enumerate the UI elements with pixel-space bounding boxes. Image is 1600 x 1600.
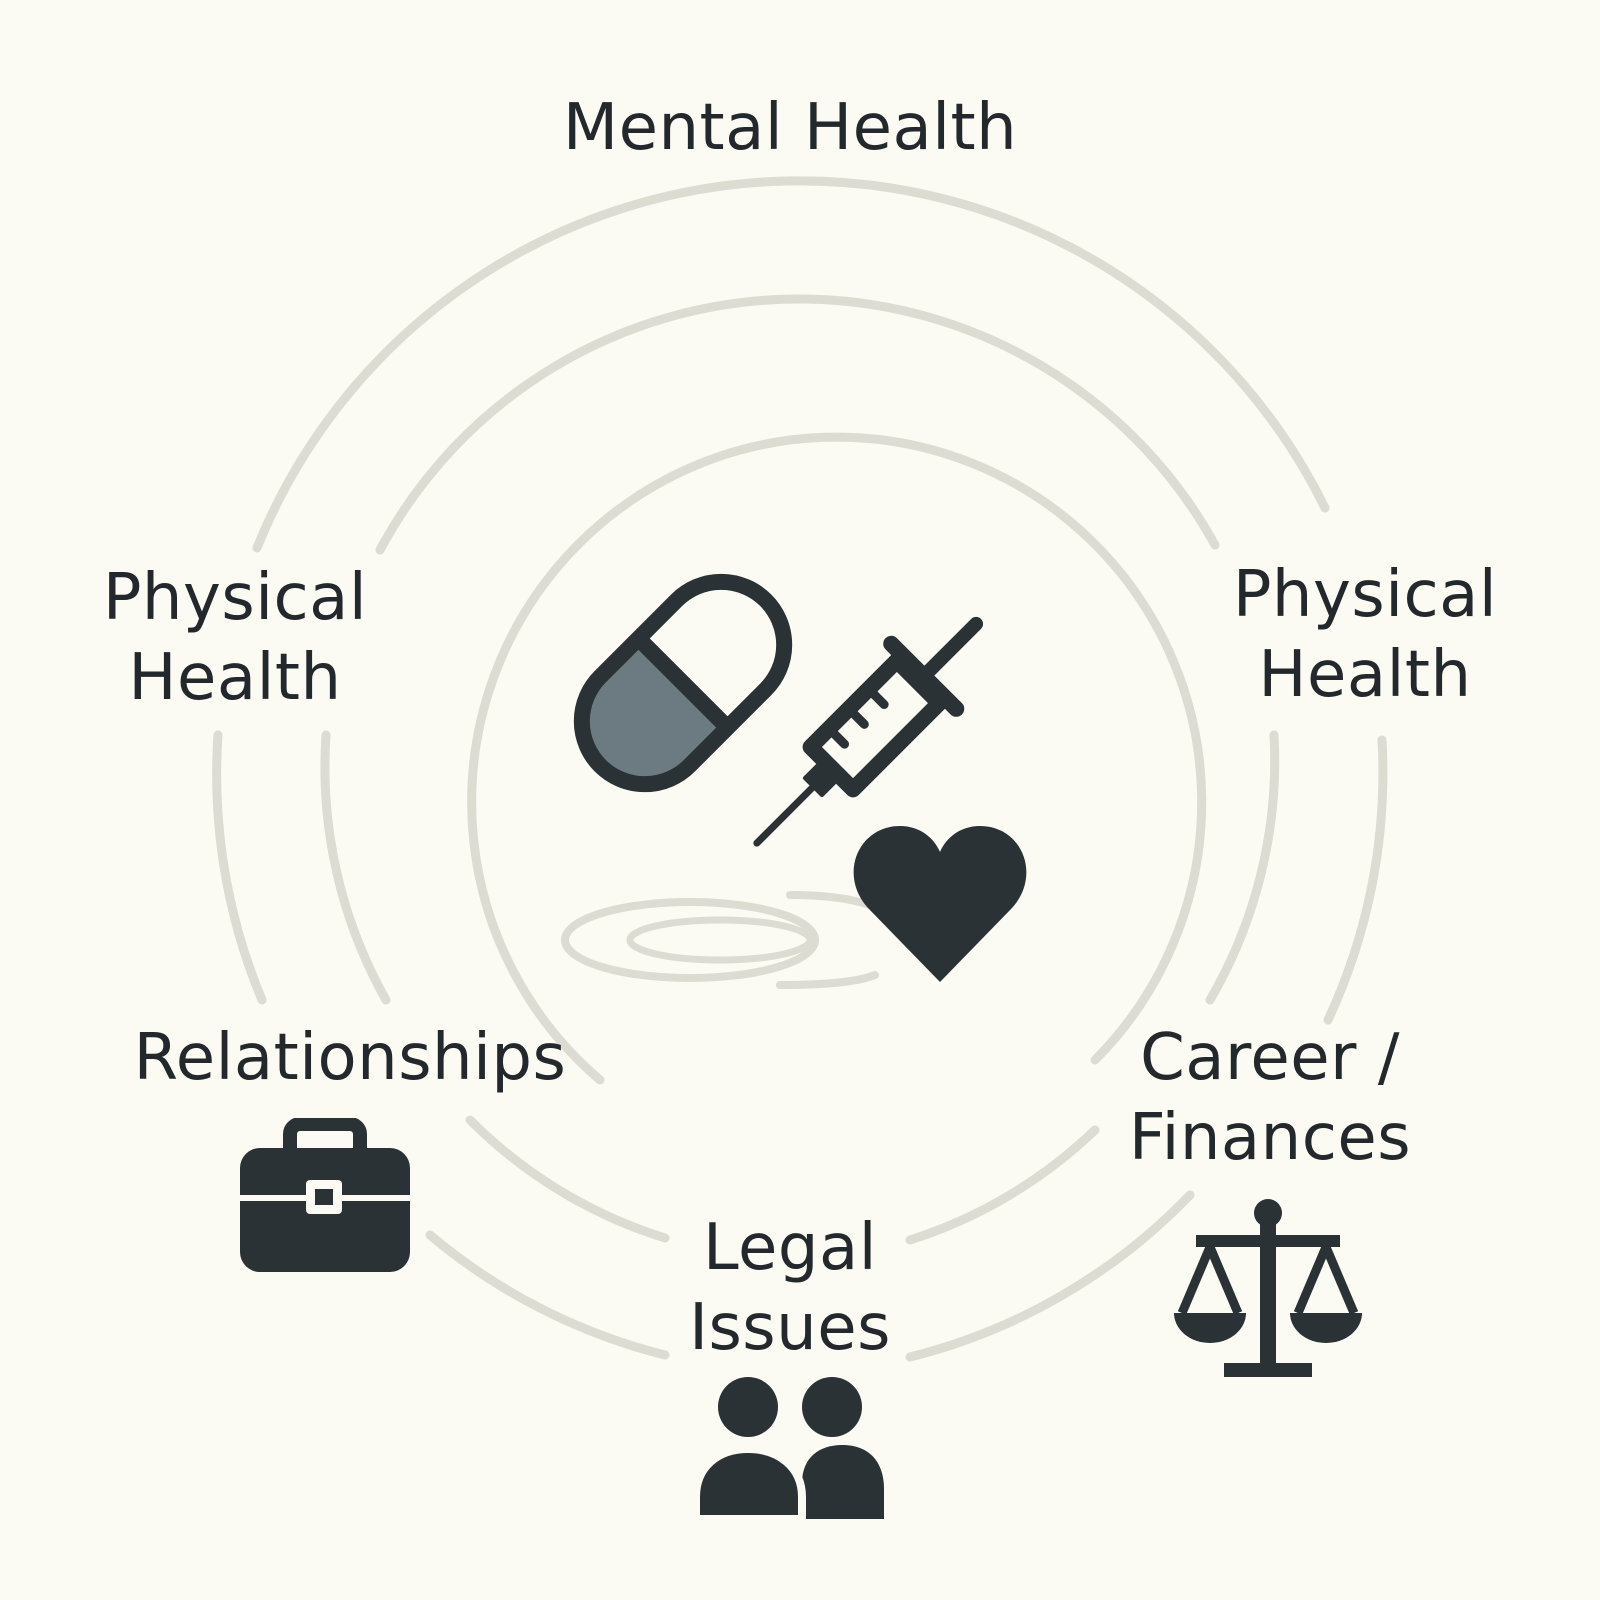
label-career-finances: Career / Finances — [1100, 1018, 1440, 1178]
label-physical-health-left: Physical Health — [80, 558, 390, 718]
label-relationships: Relationships — [133, 1021, 567, 1095]
middle-ring-top-arc — [375, 294, 1220, 555]
label-career-finances-line1: Career / — [1140, 1021, 1400, 1095]
capsule-pill-icon — [555, 573, 793, 811]
label-physical-health-right: Physical Health — [1210, 555, 1520, 715]
scales-of-justice-icon — [1174, 1199, 1362, 1377]
outer-ring-bottom-left-arc — [425, 1230, 670, 1360]
outer-ring-top-arc — [252, 176, 1330, 553]
label-physical-health-left-line2: Health — [128, 641, 342, 715]
heart-icon — [853, 826, 1027, 982]
outer-ring-right-arc — [1323, 735, 1388, 1025]
label-legal-issues-line2: Issues — [689, 1291, 891, 1365]
outer-ring-bottom-right-arc — [905, 1190, 1195, 1362]
briefcase-icon — [240, 1118, 410, 1272]
label-physical-health-right-line2: Health — [1258, 638, 1472, 712]
outer-ring-left-arc — [212, 730, 267, 1005]
label-legal-issues: Legal Issues — [640, 1208, 940, 1368]
inner-ring — [467, 432, 1207, 1085]
middle-ring-bottom-left-arc — [465, 1115, 670, 1243]
swirl-tail — [776, 891, 879, 989]
label-career-finances-line2: Finances — [1128, 1101, 1412, 1175]
middle-ring-right-arc — [1205, 730, 1280, 1005]
middle-ring-bottom-right-arc — [905, 1125, 1100, 1245]
swirl-inner — [626, 916, 814, 964]
syringe-icon — [753, 616, 984, 847]
swirl-outer — [561, 898, 819, 982]
label-physical-health-right-line1: Physical — [1232, 558, 1498, 632]
label-legal-issues-line1: Legal — [702, 1211, 878, 1285]
label-physical-health-left-line1: Physical — [102, 561, 368, 635]
label-mental-health: Mental Health — [562, 91, 1018, 165]
people-icon — [692, 1377, 884, 1523]
middle-ring-left-arc — [320, 730, 391, 1005]
